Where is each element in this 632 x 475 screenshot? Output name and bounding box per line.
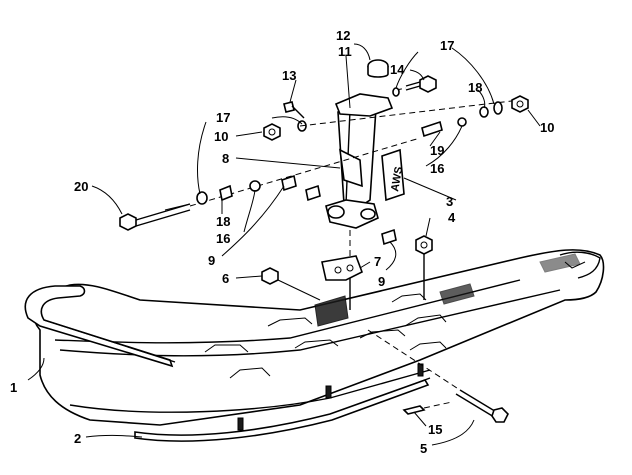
- decal-text: AWS: [389, 166, 405, 193]
- callout-6: 6: [222, 271, 229, 286]
- callout-18a: 18: [216, 214, 230, 229]
- callout-1: 1: [10, 380, 17, 395]
- callout-9b: 9: [378, 274, 385, 289]
- callout-14: 14: [390, 62, 405, 77]
- callout-8: 8: [222, 151, 229, 166]
- callout-2: 2: [74, 431, 81, 446]
- callout-10b: 10: [540, 120, 554, 135]
- callout-9a: 9: [208, 253, 215, 268]
- callout-18b: 18: [468, 80, 482, 95]
- callout-10a: 10: [214, 129, 228, 144]
- callout-16b: 16: [430, 161, 444, 176]
- callout-19: 19: [430, 143, 444, 158]
- callout-labels: 1 2 3 4 5 6 7 8 9 9 10 10 11 12 13 14 15…: [10, 28, 554, 456]
- callout-15: 15: [428, 422, 442, 437]
- leader-lines: [27, 43, 541, 446]
- callout-13: 13: [282, 68, 296, 83]
- ski-body: [24, 249, 605, 442]
- callout-17a: 17: [216, 110, 230, 125]
- hardware: [119, 75, 529, 423]
- callout-17b: 17: [440, 38, 454, 53]
- callout-5: 5: [420, 441, 427, 456]
- callout-11: 11: [338, 44, 352, 59]
- callout-16a: 16: [216, 231, 230, 246]
- callout-20: 20: [74, 179, 88, 194]
- spindle-assembly: AWS: [325, 59, 405, 310]
- callout-4: 4: [448, 210, 456, 225]
- callout-7: 7: [374, 254, 381, 269]
- callout-12: 12: [336, 28, 350, 43]
- callout-3: 3: [446, 194, 453, 209]
